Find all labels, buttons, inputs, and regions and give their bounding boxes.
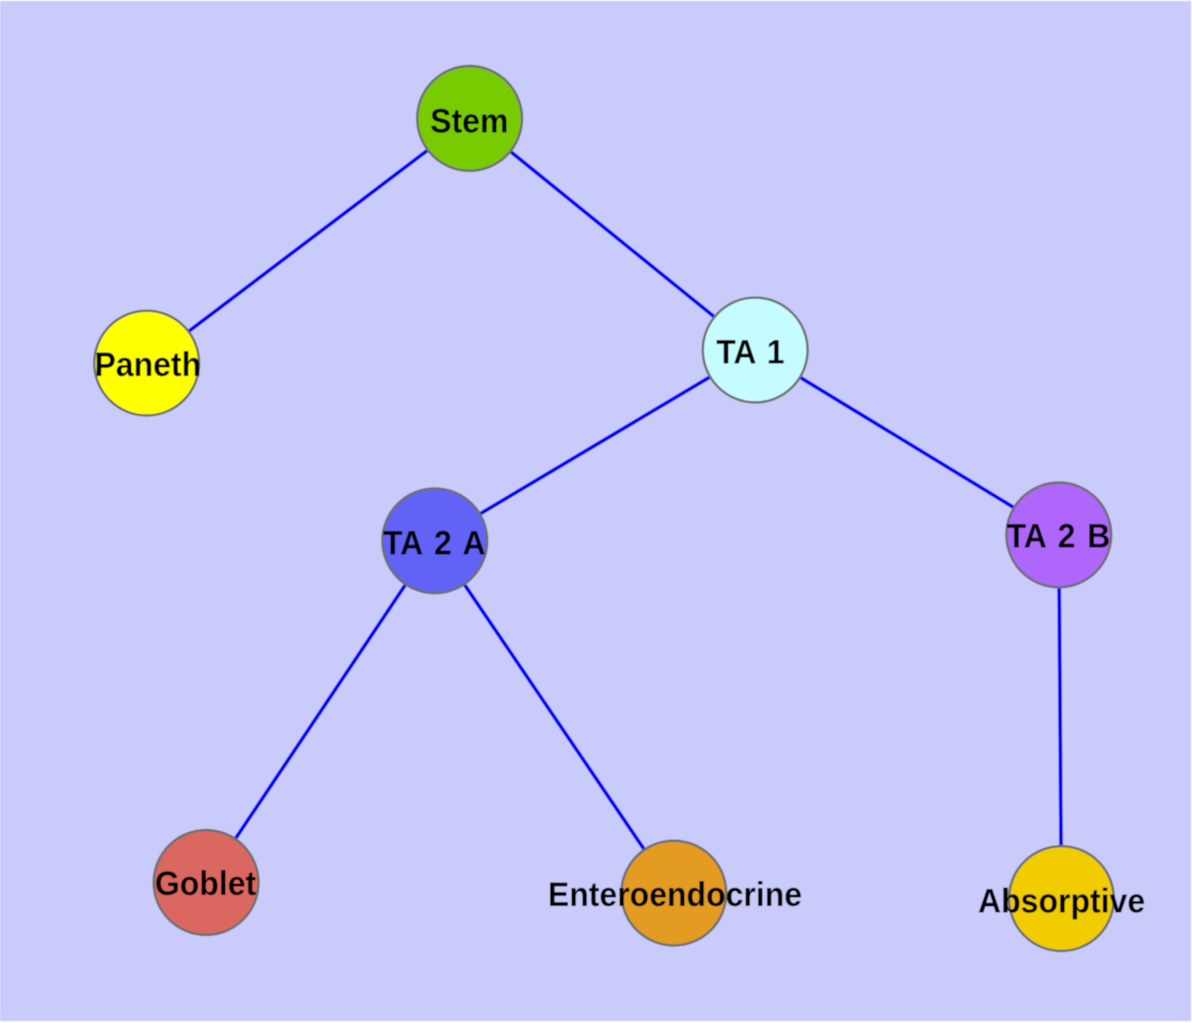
svg-text:TA 1: TA 1 (716, 333, 784, 371)
svg-text:Enteroendocrine: Enteroendocrine (548, 876, 802, 914)
svg-text:Stem: Stem (430, 102, 508, 140)
svg-text:Absorptive: Absorptive (978, 883, 1145, 921)
svg-text:TA 2 A: TA 2 A (383, 525, 486, 563)
svg-text:Goblet: Goblet (155, 865, 256, 903)
svg-text:TA 2 B: TA 2 B (1007, 518, 1111, 556)
svg-text:Paneth: Paneth (94, 346, 201, 384)
